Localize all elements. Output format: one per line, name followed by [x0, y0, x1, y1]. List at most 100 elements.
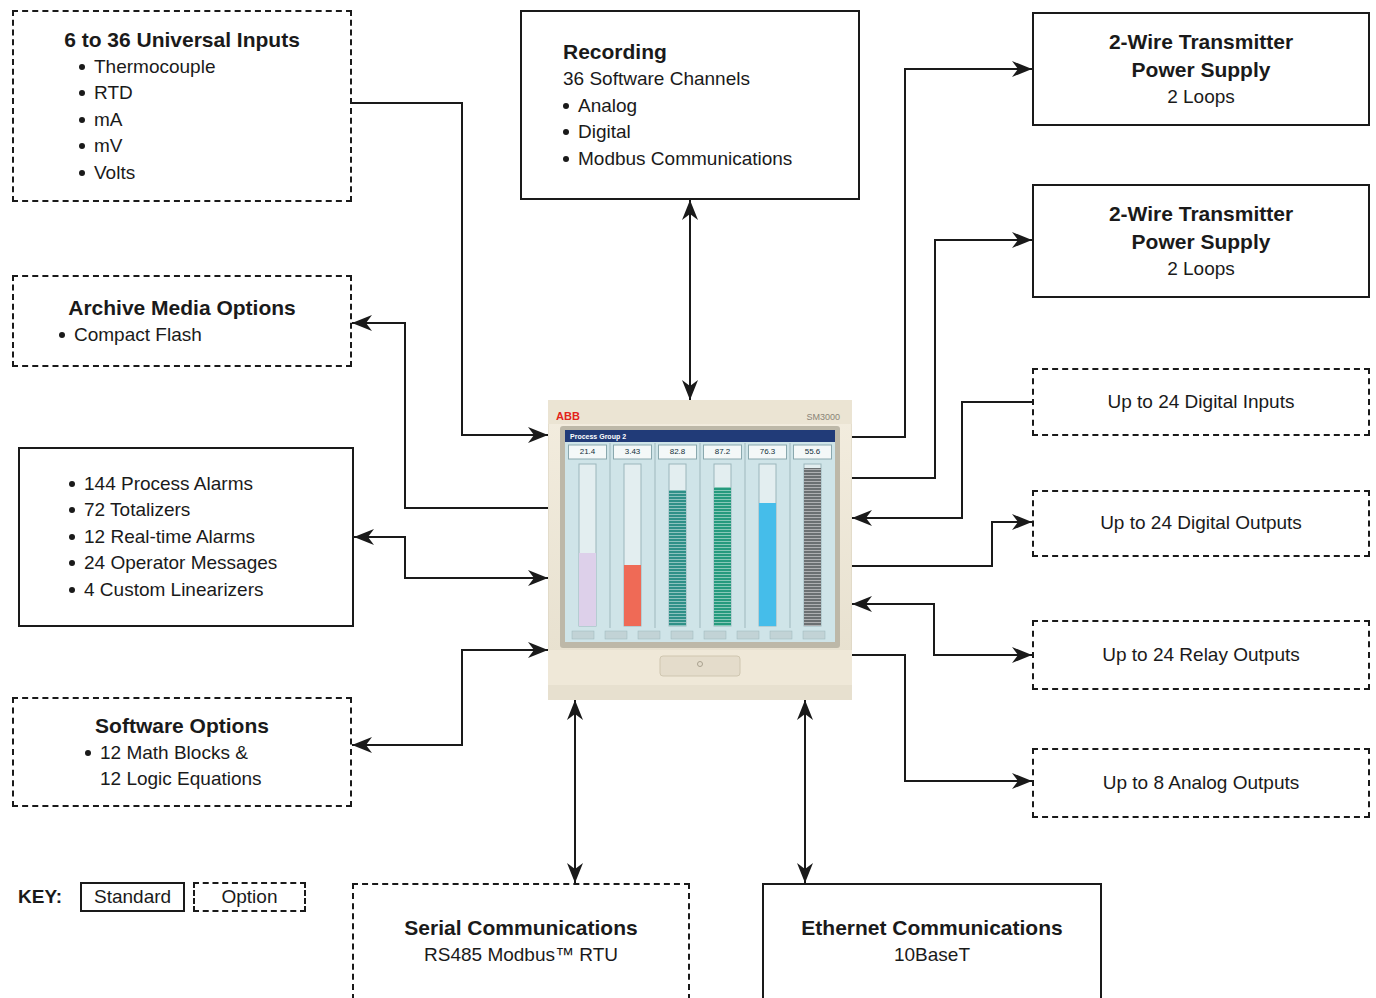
text-row: mA [79, 107, 123, 134]
box-text: Up to 24 Relay Outputs [1102, 642, 1300, 669]
recorder-illustration [548, 400, 852, 700]
text-row: 2-Wire Transmitter Power Supply [1086, 28, 1316, 84]
box-text: 2 Loops [1167, 256, 1235, 283]
connector-arrow [852, 69, 1032, 437]
option-box: Software Options12 Math Blocks & 12 Logi… [12, 697, 352, 807]
bullet-item: mA [94, 107, 123, 134]
bullet-dot [79, 117, 85, 123]
box-heading: Archive Media Options [68, 294, 296, 322]
text-row: Digital [563, 119, 631, 146]
screen-value: 21.4 [569, 446, 607, 458]
recorder-device: ABB SM3000 [548, 400, 852, 700]
box-text: Up to 24 Digital Inputs [1108, 389, 1295, 416]
screen-title: Process Group 2 [570, 431, 626, 442]
connector-arrow [352, 103, 548, 435]
text-row: Software Options [95, 712, 269, 740]
bullet-item: 24 Operator Messages [84, 550, 277, 577]
bullet-item: Volts [94, 160, 135, 187]
box-heading: 2-Wire Transmitter Power Supply [1086, 200, 1316, 256]
bullet-item: Digital [578, 119, 631, 146]
text-row: Up to 24 Digital Inputs [1108, 389, 1295, 416]
text-row: 144 Process Alarms [69, 471, 253, 498]
box-text: 10BaseT [894, 942, 970, 969]
screen-value: 3.43 [614, 446, 652, 458]
screen-value: 76.3 [749, 446, 787, 458]
model-name: SM3000 [806, 412, 840, 423]
text-row: Modbus Communications [563, 146, 792, 173]
box-text: Up to 8 Analog Outputs [1103, 770, 1299, 797]
option-box: Up to 24 Digital Inputs [1032, 368, 1370, 436]
text-row: 12 Math Blocks & 12 Logic Equations [85, 740, 268, 793]
screen-value: 82.8 [659, 446, 697, 458]
standard-box: Recording36 Software ChannelsAnalogDigit… [520, 10, 860, 200]
box-heading: 2-Wire Transmitter Power Supply [1086, 28, 1316, 84]
screen-value: 55.6 [794, 446, 832, 458]
box-heading: Serial Communications [404, 914, 637, 942]
bullet-item: 12 Real-time Alarms [84, 524, 255, 551]
text-row: 10BaseT [894, 942, 970, 969]
text-row: 4 Custom Linearizers [69, 577, 264, 604]
connector-arrow [852, 240, 1032, 478]
box-heading: Ethernet Communications [801, 914, 1062, 942]
text-row: 2 Loops [1167, 84, 1235, 111]
key-label: KEY: [18, 885, 62, 908]
bullet-item: Thermocouple [94, 54, 215, 81]
bullet-item: 144 Process Alarms [84, 471, 253, 498]
text-row: Up to 24 Digital Outputs [1100, 510, 1302, 537]
standard-box: 2-Wire Transmitter Power Supply2 Loops [1032, 184, 1370, 298]
bullet-item: Modbus Communications [578, 146, 792, 173]
bullet-dot [69, 587, 75, 593]
legend-text: Option [222, 885, 278, 909]
box-text: Up to 24 Digital Outputs [1100, 510, 1302, 537]
connector-arrow [852, 402, 1032, 518]
connector-arrow [852, 604, 1032, 655]
option-box: Archive Media OptionsCompact Flash [12, 275, 352, 367]
legend-text: Standard [94, 885, 171, 909]
box-heading: Software Options [95, 712, 269, 740]
option-box: Serial CommunicationsRS485 Modbus™ RTU [352, 883, 690, 998]
standard-box: 2-Wire Transmitter Power Supply2 Loops [1032, 12, 1370, 126]
connector-arrow [689, 200, 691, 400]
bullet-dot [69, 481, 75, 487]
text-row: Recording [563, 38, 667, 66]
text-row: Up to 8 Analog Outputs [1103, 770, 1299, 797]
text-row: mV [79, 133, 123, 160]
bullet-dot [79, 64, 85, 70]
box-text: 36 Software Channels [563, 66, 750, 93]
bullet-item: 4 Custom Linearizers [84, 577, 264, 604]
bullet-dot [59, 332, 65, 338]
text-row: Serial Communications [404, 914, 637, 942]
standard-box: 144 Process Alarms72 Totalizers12 Real-t… [18, 447, 354, 627]
box-heading: 6 to 36 Universal Inputs [64, 26, 300, 54]
legend-sample: Standard [80, 882, 185, 912]
standard-box: Ethernet Communications10BaseT [762, 883, 1102, 998]
option-box: 6 to 36 Universal InputsThermocoupleRTDm… [12, 10, 352, 202]
bullet-item: Compact Flash [74, 322, 202, 349]
text-row: 12 Real-time Alarms [69, 524, 255, 551]
box-text: RS485 Modbus™ RTU [424, 942, 618, 969]
bullet-item: mV [94, 133, 123, 160]
text-row: Volts [79, 160, 135, 187]
bullet-item: RTD [94, 80, 133, 107]
bullet-dot [563, 103, 569, 109]
option-box: Up to 8 Analog Outputs [1032, 748, 1370, 818]
text-row: Archive Media Options [68, 294, 296, 322]
connector-arrow [852, 655, 1032, 781]
connector-arrow [354, 537, 548, 578]
bullet-dot [69, 534, 75, 540]
text-row: Up to 24 Relay Outputs [1102, 642, 1300, 669]
connector-arrow [852, 522, 1032, 566]
connector-arrow [352, 650, 548, 745]
text-row: 36 Software Channels [563, 66, 750, 93]
text-row: 2 Loops [1167, 256, 1235, 283]
screen-value: 87.2 [704, 446, 742, 458]
text-row: 72 Totalizers [69, 497, 190, 524]
bullet-item: Analog [578, 93, 637, 120]
box-heading: Recording [563, 38, 667, 66]
bullet-item: 72 Totalizers [84, 497, 190, 524]
text-row: RTD [79, 80, 133, 107]
brand-logo: ABB [556, 410, 580, 423]
box-text: 2 Loops [1167, 84, 1235, 111]
text-row: Analog [563, 93, 637, 120]
